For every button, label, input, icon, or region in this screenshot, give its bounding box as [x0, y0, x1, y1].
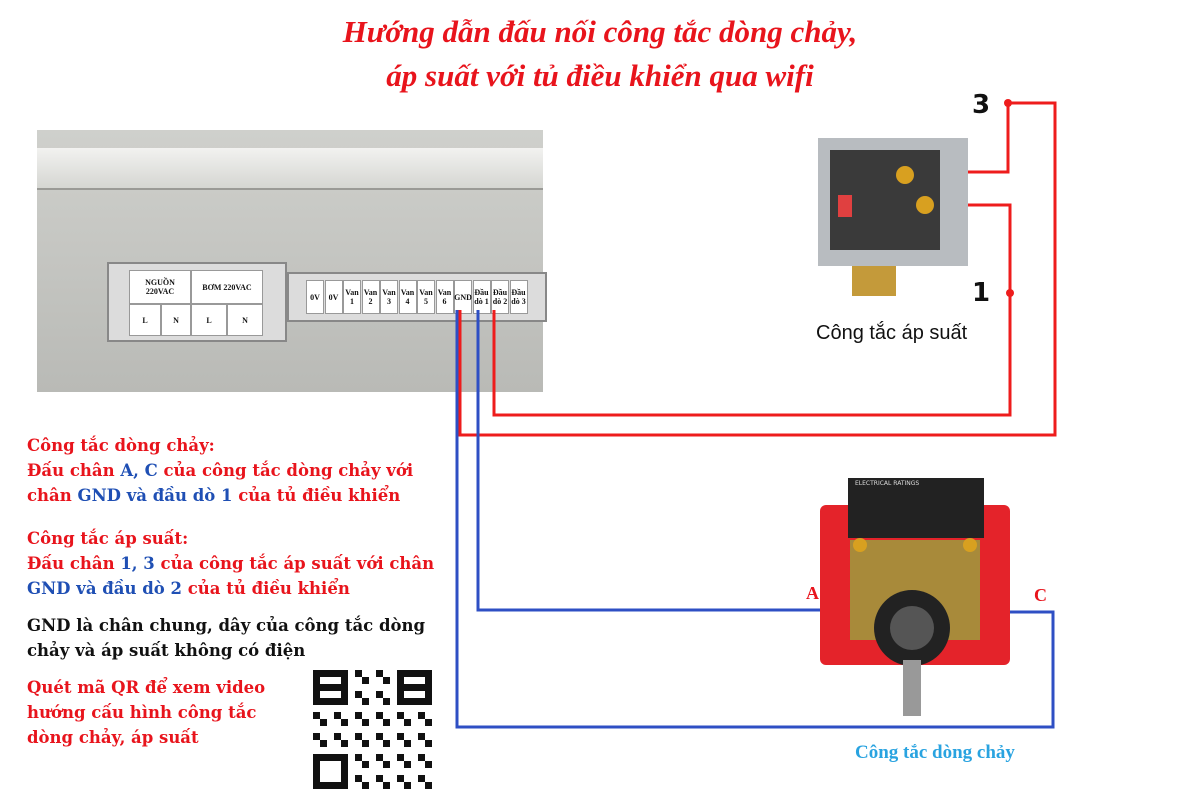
red-wire-probe2 — [492, 203, 1012, 417]
terminal-label: Van 2 — [361, 280, 380, 314]
terminal-label: Đầu dò 1 — [472, 280, 491, 314]
cable-duct — [37, 148, 543, 190]
red-wire-gnd — [458, 101, 1057, 437]
terminal-label: Đầu dò 3 — [509, 280, 528, 314]
terminal-label: Van 1 — [343, 280, 361, 314]
rating-plate: ELECTRICAL RATINGS — [855, 480, 920, 487]
pin1-dot — [1006, 289, 1014, 297]
pin-c-label: C — [1034, 585, 1047, 605]
pin3-dot — [1004, 99, 1012, 107]
blue-wire-probe1 — [476, 310, 862, 612]
terminal-label: Van 3 — [380, 280, 398, 314]
page-title: Hướng dẫn đấu nối công tắc dòng chảy,áp … — [342, 14, 858, 93]
power-terminal-block: NGUỒN 220VAC BƠM 220VAC L N L N — [107, 262, 287, 342]
qr-code — [313, 670, 432, 789]
terminal-label: 0V — [306, 280, 324, 314]
pin3-label: 3 — [972, 90, 991, 120]
flow-switch-caption: Công tắc dòng chảy — [855, 742, 1015, 763]
instructions: Công tắc dòng chảy: Đấu chân A, C của cô… — [27, 436, 435, 747]
terminal-label: Van 4 — [398, 280, 417, 314]
flow-switch-photo — [820, 478, 1010, 716]
pressure-switch-caption: Công tắc áp suất — [816, 322, 968, 344]
terminal-label: Van 6 — [435, 280, 454, 314]
terminal-label: Van 5 — [417, 280, 435, 314]
pin-a-label: A — [806, 583, 819, 603]
pressure-switch-photo — [818, 138, 968, 296]
terminal-label: 0V — [324, 280, 343, 314]
terminal-label: Đầu dò 2 — [491, 280, 509, 314]
terminal-label: GND — [454, 280, 472, 314]
pin1-label: 1 — [972, 278, 991, 308]
